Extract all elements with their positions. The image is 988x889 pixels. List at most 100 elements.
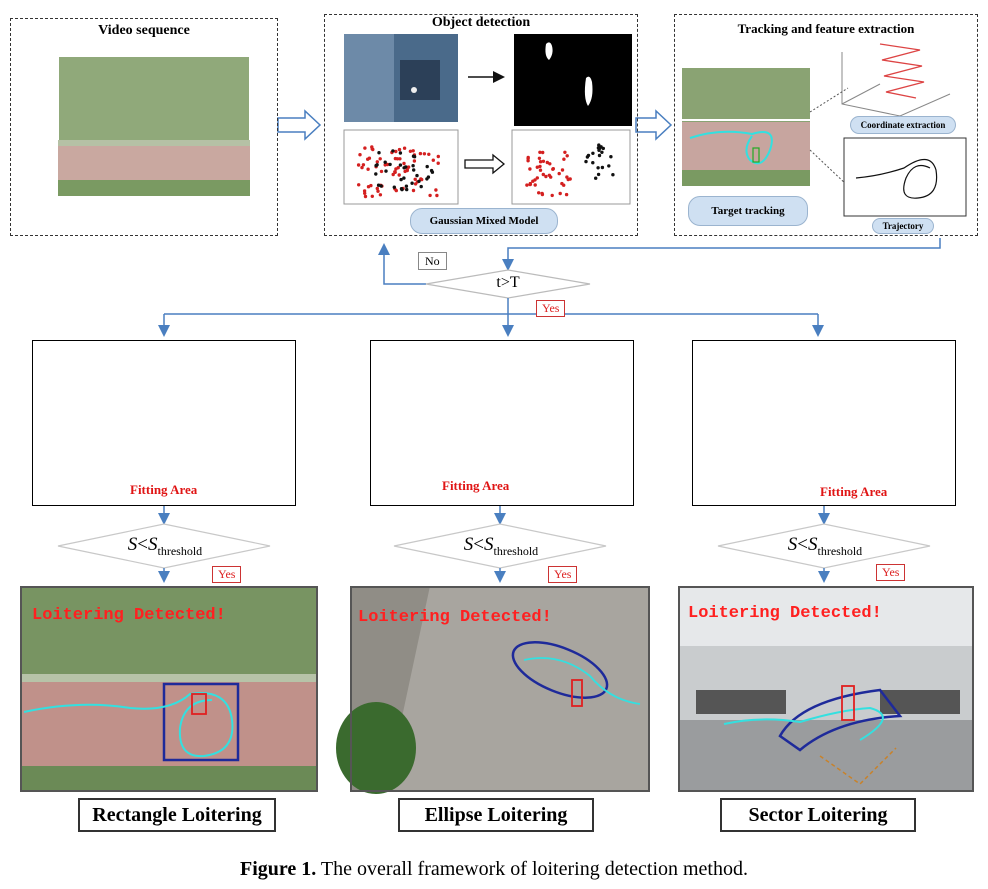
decision-diamond-time bbox=[425, 269, 591, 299]
scatter-point-red bbox=[398, 157, 402, 161]
caption-label: Figure 1. bbox=[239, 858, 317, 880]
scatter-point-black bbox=[398, 163, 403, 167]
ellipse-result-photo bbox=[336, 586, 650, 794]
scatter-point-red bbox=[411, 149, 415, 153]
scatter-point-red bbox=[363, 146, 367, 150]
scatter-point-red bbox=[366, 167, 370, 171]
foreground-mask bbox=[514, 34, 632, 126]
scatter-point-red bbox=[535, 176, 539, 180]
loitering-detected-ellipse: Loitering Detected! bbox=[358, 608, 552, 627]
rectangle-result-frame bbox=[20, 586, 318, 792]
scatter-point-red bbox=[544, 174, 548, 179]
rectangle-fitting-panel bbox=[32, 340, 296, 506]
scatter-point-black bbox=[384, 169, 388, 173]
dotted-connector-up bbox=[809, 87, 849, 113]
scatter-point-red bbox=[408, 149, 413, 153]
scatter-point-red bbox=[551, 167, 555, 171]
scatter-point-red bbox=[397, 147, 402, 152]
ellipse-fitting-panel bbox=[370, 340, 634, 506]
scatter-point-red bbox=[436, 154, 440, 159]
decision-diamond-ellipse bbox=[393, 523, 607, 569]
scatter-point-black bbox=[584, 159, 588, 164]
scatter-point-red bbox=[568, 177, 572, 181]
scatter-point-black bbox=[597, 153, 602, 158]
gmm-label: Gaussian Mixed Model bbox=[410, 208, 558, 234]
scatter-point-red bbox=[526, 155, 530, 160]
sector-result-photo bbox=[678, 586, 974, 792]
yes-label-time: Yes bbox=[536, 300, 566, 317]
scatter-point-black bbox=[417, 179, 421, 183]
scatter-point-red bbox=[367, 156, 372, 160]
tracking-frame bbox=[682, 68, 810, 186]
scatter-point-black bbox=[399, 177, 403, 182]
rectangle-loitering-label: Rectangle Loitering bbox=[78, 798, 276, 832]
yes-label-ellipse: Yes bbox=[548, 566, 578, 583]
scatter-point-red bbox=[396, 166, 400, 170]
scatter-point-red bbox=[538, 150, 542, 154]
scatter-point-red bbox=[363, 191, 367, 195]
scatter-point-black bbox=[402, 166, 406, 170]
scatter-point-red bbox=[538, 164, 542, 169]
scatter-point-red bbox=[362, 189, 367, 193]
coordinate-extraction-label: Coordinate extraction bbox=[850, 116, 956, 134]
scatter-point-black bbox=[607, 164, 611, 168]
scatter-point-red bbox=[436, 161, 440, 165]
decision-diamond-rect bbox=[57, 523, 271, 569]
condition-sector: S<Sthreshold bbox=[787, 534, 863, 558]
scatter-point-red bbox=[422, 152, 427, 156]
scatter-point-red bbox=[525, 183, 529, 187]
scatter-point-red bbox=[411, 188, 416, 193]
scatter-point-red bbox=[435, 193, 439, 198]
scatter-point-red bbox=[533, 178, 537, 182]
no-label: No bbox=[418, 252, 447, 270]
scatter-point-red bbox=[558, 191, 562, 196]
scatter-point-black bbox=[383, 160, 387, 164]
fitting-area-sector: Fitting Area bbox=[820, 484, 888, 499]
scatter-point-red bbox=[526, 159, 530, 163]
sector-loitering-label: Sector Loitering bbox=[720, 798, 916, 832]
scatter-point-black bbox=[425, 164, 429, 169]
scatter-point-red bbox=[358, 153, 362, 157]
scatter-point-red bbox=[533, 183, 537, 187]
scatter-point-red bbox=[419, 177, 423, 181]
scatter-point-red bbox=[545, 160, 549, 165]
scatter-point-red bbox=[370, 145, 374, 149]
scatter-point-black bbox=[377, 151, 381, 155]
scatter-point-black bbox=[586, 153, 591, 158]
double-arrow-gmm bbox=[464, 153, 506, 175]
trajectory-label: Trajectory bbox=[872, 218, 934, 234]
time-condition: t>T bbox=[496, 274, 520, 291]
scatter-point-red bbox=[366, 185, 371, 189]
scatter-point-red bbox=[547, 173, 551, 177]
scatter-point-red bbox=[375, 186, 379, 191]
scatter-point-black bbox=[609, 155, 613, 159]
scatter-point-red bbox=[402, 161, 406, 166]
scatter-point-black bbox=[596, 166, 600, 170]
scatter-point-red bbox=[356, 163, 361, 167]
scatter-point-black bbox=[400, 187, 404, 192]
scatter-point-black bbox=[415, 173, 419, 178]
scatter-point-red bbox=[564, 192, 569, 197]
scatter-point-red bbox=[397, 173, 401, 177]
yes-label-sector: Yes bbox=[876, 564, 906, 581]
scatter-point-red bbox=[395, 157, 400, 161]
scatter-point-red bbox=[383, 163, 387, 167]
scatter-point-red bbox=[428, 193, 432, 198]
scatter-point-red bbox=[405, 168, 409, 173]
scatter-point-red bbox=[562, 157, 566, 161]
figure-caption: Figure 1. The overall framework of loite… bbox=[0, 858, 988, 881]
sector-fitting-panel bbox=[692, 340, 956, 506]
decision-diamond-sector bbox=[717, 523, 931, 569]
scatter-point-red bbox=[538, 160, 543, 164]
scatter-point-red bbox=[537, 156, 542, 160]
scatter-point-black bbox=[410, 181, 414, 185]
scatter-point-red bbox=[431, 158, 435, 162]
scatter-point-red bbox=[541, 172, 545, 177]
scatter-point-red bbox=[565, 154, 569, 158]
scatter-point-black bbox=[591, 161, 595, 165]
scatter-point-red bbox=[402, 146, 407, 150]
scatter-point-red bbox=[538, 168, 543, 172]
scatter-point-black bbox=[598, 146, 602, 150]
fitting-area-rect: Fitting Area bbox=[130, 482, 198, 497]
